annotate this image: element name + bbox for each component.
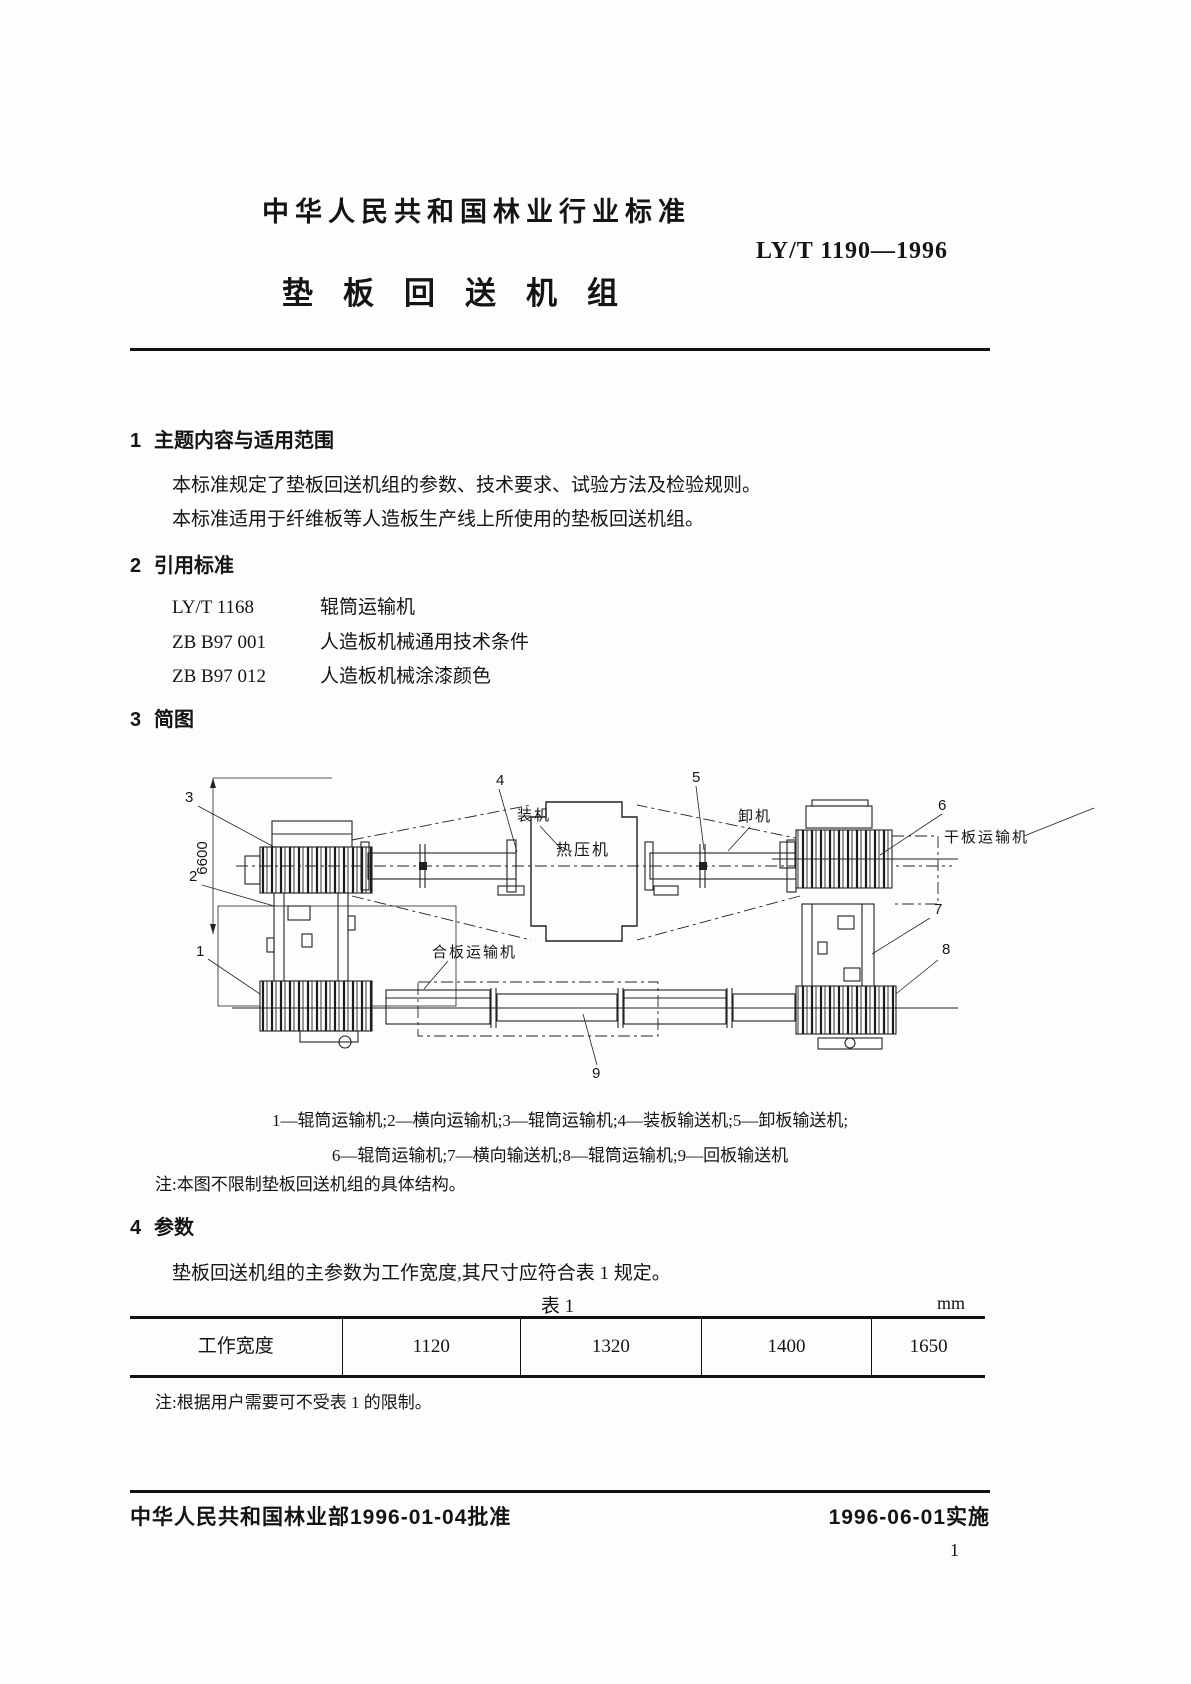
table-value: 1320 (521, 1319, 702, 1375)
table-caption: 表 1 (540, 1296, 575, 1317)
figure-linework (197, 777, 1095, 1066)
table-note: 注:根据用户需要可不受表 1 的限制。 (155, 1393, 432, 1412)
section-1-number: 1 (130, 430, 142, 452)
label-loader: 装机 (517, 807, 551, 824)
document-title: 垫板回送机组 (282, 276, 648, 311)
dimension-6600: 6600 (194, 841, 211, 874)
reference-code: LY/T 1168 (172, 597, 255, 618)
reference-item: ZB B97 001 人造板机械通用技术条件 (172, 627, 529, 654)
callout-4: 4 (496, 772, 504, 789)
reference-name: 人造板机械涂漆颜色 (320, 666, 492, 687)
table-unit: mm (936, 1293, 965, 1313)
label-board-conveyor: 合板运输机 (432, 943, 517, 961)
table-value: 1120 (343, 1319, 522, 1375)
parameters-table: 工作宽度 1120 1320 1400 1650 (130, 1316, 985, 1378)
section-1-heading: 1 主题内容与适用范围 (130, 424, 334, 453)
section-2-number: 2 (130, 555, 142, 577)
footer-rule (130, 1490, 990, 1493)
label-dry-board-conveyor: 干板运输机 (944, 828, 1029, 846)
callout-7: 7 (934, 901, 942, 918)
callout-3: 3 (185, 789, 193, 806)
reference-item: LY/T 1168 辊筒运输机 (172, 592, 415, 619)
table-value: 1650 (909, 1336, 948, 1357)
reference-code: ZB B97 012 (172, 666, 266, 687)
callout-8: 8 (942, 941, 950, 958)
table-row-header: 工作宽度 (130, 1319, 343, 1375)
page-number: 1 (950, 1540, 959, 1560)
header-rule (130, 348, 990, 351)
label-hot-press: 热压机 (556, 841, 610, 859)
reference-name: 人造板机械通用技术条件 (320, 632, 530, 653)
callout-2: 2 (189, 868, 197, 885)
section-1-paragraph-1: 本标准规定了垫板回送机组的参数、技术要求、试验方法及检验规则。 (172, 475, 762, 496)
section-3-number: 3 (130, 709, 142, 731)
standard-number: LY/T 1190—1996 (755, 238, 948, 264)
reference-item: ZB B97 012 人造板机械涂漆颜色 (172, 661, 491, 688)
callout-5: 5 (692, 769, 700, 786)
section-2-heading: 2 引用标准 (130, 549, 234, 578)
footer-implementation: 1996-06-01实施 (828, 1506, 990, 1529)
reference-name: 辊筒运输机 (320, 597, 416, 618)
callout-6: 6 (938, 797, 946, 814)
reference-code: ZB B97 001 (172, 632, 266, 653)
callout-9: 9 (592, 1065, 600, 1082)
section-4-heading: 4 参数 (130, 1211, 194, 1240)
section-4-title: 参数 (154, 1217, 194, 1239)
figure-caption-line-1: 1—辊筒运输机;2—横向运输机;3—辊筒运输机;4—装板输送机;5—卸板输送机; (271, 1111, 849, 1130)
section-1-paragraph-2: 本标准适用于纤维板等人造板生产线上所使用的垫板回送机组。 (172, 509, 705, 530)
figure-schematic: 3 2 1 4 5 6 7 8 9 6600 装机 热压机 卸机 干板运输机 合… (185, 769, 1095, 1082)
standard-class-title: 中华人民共和国林业行业标准 (262, 197, 691, 227)
figure-caption-line-2: 6—辊筒运输机;7—横向输送机;8—辊筒运输机;9—回板输送机 (331, 1146, 789, 1165)
section-4-number: 4 (130, 1217, 142, 1239)
section-2-title: 引用标准 (154, 555, 234, 577)
section-4-paragraph: 垫板回送机组的主参数为工作宽度,其尺寸应符合表 1 规定。 (172, 1263, 671, 1284)
figure-note: 注:本图不限制垫板回送机组的具体结构。 (155, 1175, 466, 1194)
footer-approval: 中华人民共和国林业部1996-01-04批准 (130, 1506, 512, 1529)
section-3-heading: 3 简图 (130, 703, 194, 732)
callout-1: 1 (196, 943, 204, 960)
table-value: 1400 (702, 1319, 873, 1375)
label-unloader: 卸机 (738, 808, 772, 825)
section-1-title: 主题内容与适用范围 (154, 430, 334, 452)
section-3-title: 简图 (154, 709, 194, 731)
